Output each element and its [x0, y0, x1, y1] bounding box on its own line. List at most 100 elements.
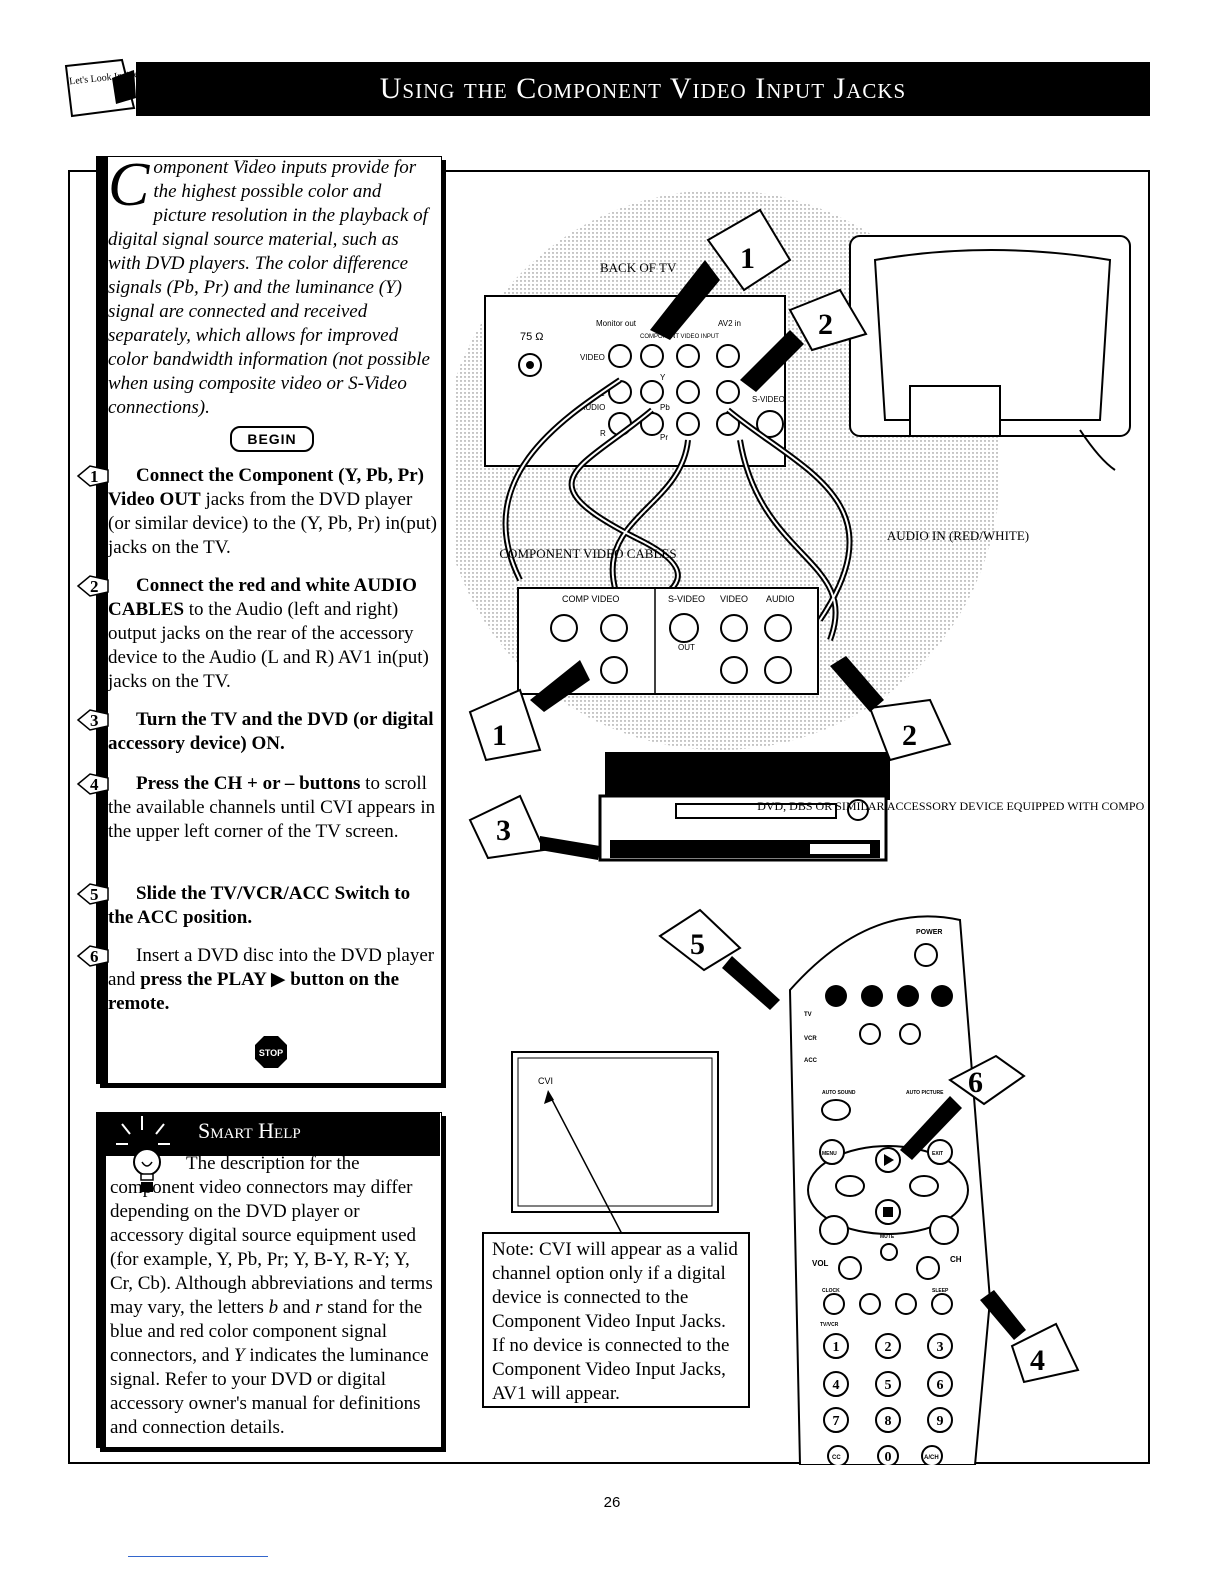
svg-text:2: 2 — [90, 577, 99, 596]
svg-text:3: 3 — [937, 1340, 944, 1355]
svg-text:AUTO PICTURE: AUTO PICTURE — [906, 1090, 944, 1096]
step-number-2: 2 — [76, 575, 109, 597]
svg-text:2: 2 — [818, 308, 833, 341]
step-1: 1 Connect the Component (Y, Pb, Pr) Vide… — [76, 464, 438, 560]
tv-pr-label: Pr — [660, 433, 668, 442]
tv-rear-view — [849, 235, 1131, 471]
smart-help-text: The description for the component video … — [110, 1152, 436, 1440]
svg-text:5: 5 — [690, 928, 705, 961]
svg-text:CC: CC — [832, 1455, 841, 1461]
svg-text:VOL: VOL — [812, 1259, 829, 1268]
light-bulb-icon — [133, 1148, 161, 1192]
comp-video-input-label: COMPONENT VIDEO INPUT — [640, 334, 719, 340]
svg-text:6: 6 — [90, 947, 99, 966]
video-label: VIDEO — [580, 353, 605, 362]
svg-text:1: 1 — [833, 1340, 840, 1355]
step-5-bold: Slide the TV/VCR/ACC Switch to the ACC p… — [108, 883, 411, 928]
help-text-end: indicates the luminance signal. Refer to… — [110, 1345, 429, 1438]
help-and: and — [278, 1297, 316, 1318]
svg-text:5: 5 — [90, 885, 99, 904]
step-5: 5 Slide the TV/VCR/ACC Switch to the ACC… — [76, 882, 438, 930]
begin-badge: BEGIN — [230, 426, 314, 452]
step-number-4: 4 — [76, 773, 109, 795]
arrow-6: 6 — [900, 1054, 1026, 1160]
instruction-panel — [96, 156, 442, 1084]
step-4-bold: Press the CH + or – buttons — [136, 773, 361, 794]
step-6: 6 Insert a DVD disc into the DVD player … — [76, 944, 438, 1016]
title-bar: Using the Component Video Input Jacks — [136, 62, 1150, 116]
smart-help-panel — [96, 1112, 442, 1448]
stop-label: STOP — [259, 1048, 283, 1058]
tv-audio-label: AUDIO — [580, 403, 605, 412]
svg-text:AUTO SOUND: AUTO SOUND — [822, 1090, 856, 1096]
monitor-out-label: Monitor out — [596, 319, 637, 328]
arrow-3: 3 — [468, 794, 600, 860]
dvd-video-label: VIDEO — [720, 594, 748, 604]
svg-text:8: 8 — [885, 1414, 892, 1429]
step-arrows: 1 2 1 2 3 5 6 4 — [468, 208, 1080, 1384]
svg-text:SLEEP: SLEEP — [932, 1288, 949, 1294]
svg-text:CH: CH — [950, 1255, 962, 1264]
intro-dropcap: C — [108, 151, 150, 219]
connection-diagram: BACK OF TV 75 Ω Monitor out AV2 in COMPO… — [455, 190, 1145, 1465]
component-cables-label: COMPONENT VIDEO CABLES — [499, 546, 676, 561]
stop-sign-icon: STOP — [255, 1036, 287, 1068]
svg-text:0: 0 — [885, 1450, 892, 1465]
svg-text:MUTE: MUTE — [880, 1234, 895, 1240]
audio-in-label: AUDIO IN (RED/WHITE) — [887, 528, 1029, 543]
arrow-4: 4 — [980, 1290, 1080, 1384]
step-2-text: to the Audio (left and right) output jac… — [108, 599, 429, 692]
svg-text:2: 2 — [885, 1340, 892, 1355]
svg-text:7: 7 — [833, 1414, 840, 1429]
footer-rule — [128, 1556, 268, 1557]
tv-screen: CVI — [511, 1051, 719, 1235]
help-letter-r: r — [315, 1297, 323, 1318]
arrow-5: 5 — [658, 908, 780, 1010]
help-letter-y: Y — [233, 1345, 245, 1366]
cvi-label: CVI — [538, 1076, 553, 1086]
back-of-tv-label: BACK OF TV — [600, 260, 677, 275]
smart-help-title: Smart Help — [198, 1118, 301, 1143]
svg-text:5: 5 — [885, 1378, 892, 1393]
step-number-1: 1 — [76, 465, 109, 487]
lets-look-inside-icon: Let's Look Inside! — [64, 58, 138, 118]
svg-text:3: 3 — [90, 711, 99, 730]
arrow-2-top: 2 — [740, 288, 868, 392]
step-2: 2 Connect the red and white AUDIO CABLES… — [76, 574, 438, 694]
svg-text:TV: TV — [804, 1012, 812, 1018]
note-box: Note: CVI will appear as a valid channel… — [482, 1232, 750, 1408]
svg-text:A/CH: A/CH — [924, 1455, 939, 1461]
svg-text:3: 3 — [496, 814, 511, 847]
arrow-1-bottom: 1 — [468, 660, 590, 762]
remote-power-label: POWER — [916, 929, 942, 936]
tv-pb-label: Pb — [660, 403, 670, 412]
step-4: 4 Press the CH + or – buttons to scroll … — [76, 772, 438, 844]
dvd-out-label: OUT — [678, 643, 695, 652]
svg-text:1: 1 — [740, 242, 755, 275]
svg-text:4: 4 — [90, 775, 99, 794]
svg-text:9: 9 — [937, 1414, 944, 1429]
arrow-2-bottom: 2 — [830, 656, 952, 762]
svg-text:MENU: MENU — [822, 1151, 837, 1157]
help-text-mid: stand for the blue and red color compone… — [110, 1297, 423, 1366]
step-number-6: 6 — [76, 945, 109, 967]
svg-text:CLOCK: CLOCK — [822, 1288, 840, 1294]
smart-help-header — [104, 1112, 440, 1156]
av2-in-label: AV2 in — [718, 319, 741, 328]
dvd-comp-video-label: COMP VIDEO — [562, 594, 619, 604]
step-3: 3 Turn the TV and the DVD (or digital ac… — [76, 708, 438, 756]
svg-text:TV/VCR: TV/VCR — [820, 1322, 839, 1328]
power-button — [914, 943, 938, 967]
outer-frame — [68, 170, 1150, 1464]
svg-text:1: 1 — [492, 719, 507, 752]
svg-text:4: 4 — [1030, 1344, 1045, 1377]
step-1-text: jacks from the DVD player (or similar de… — [108, 489, 437, 558]
step-number-3: 3 — [76, 709, 109, 731]
tv-y-label: Y — [660, 373, 666, 382]
intro-text: omponent Video inputs provide for the hi… — [108, 157, 430, 418]
svg-text:ACC: ACC — [804, 1058, 818, 1064]
svg-text:EXIT: EXIT — [932, 1151, 943, 1157]
svg-text:6: 6 — [968, 1066, 983, 1099]
dvd-player — [598, 752, 890, 862]
